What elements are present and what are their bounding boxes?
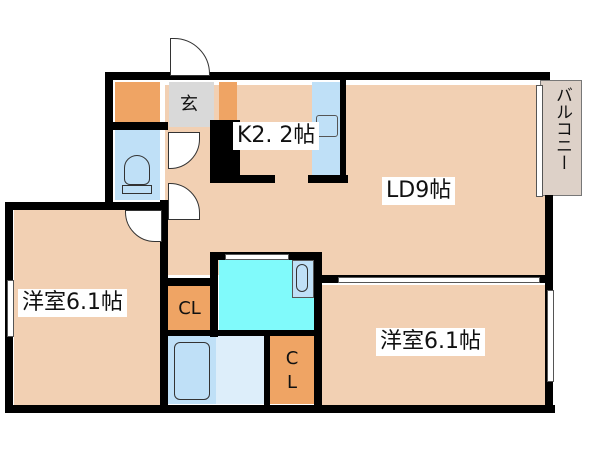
bath-dressing: [216, 336, 266, 404]
window-right: [547, 290, 554, 382]
window-left: [7, 280, 14, 337]
washbasin-bowl-icon: [296, 264, 308, 292]
front-door[interactable]: [170, 38, 210, 76]
balcony-label: バルコニー: [552, 86, 572, 171]
ld-label: LD9帖: [382, 177, 456, 205]
closet-top-left: [115, 82, 160, 122]
toilet-tank-icon: [122, 185, 152, 194]
closet-top-right: [219, 82, 237, 122]
closet-bottom: [270, 336, 314, 404]
western-room-left-label: 洋室6.1帖: [18, 289, 127, 317]
closet-left: [168, 286, 211, 330]
balcony: [540, 80, 582, 196]
balcony-door: [536, 85, 543, 197]
sliding-door: [338, 277, 540, 283]
western-room-right-label: 洋室6.1帖: [376, 328, 485, 356]
entrance: [169, 82, 214, 127]
closet-bottom-label-bottom: L: [286, 372, 298, 393]
washroom-sliding-door: [225, 254, 289, 260]
entrance-label: 玄: [180, 94, 198, 115]
toilet-icon: [124, 155, 150, 185]
bathtub-icon: [174, 342, 210, 400]
closet-bottom-label-top: C: [285, 348, 299, 369]
closet-left-label: CL: [178, 298, 201, 319]
kitchen-label: K2. 2帖: [233, 122, 320, 150]
